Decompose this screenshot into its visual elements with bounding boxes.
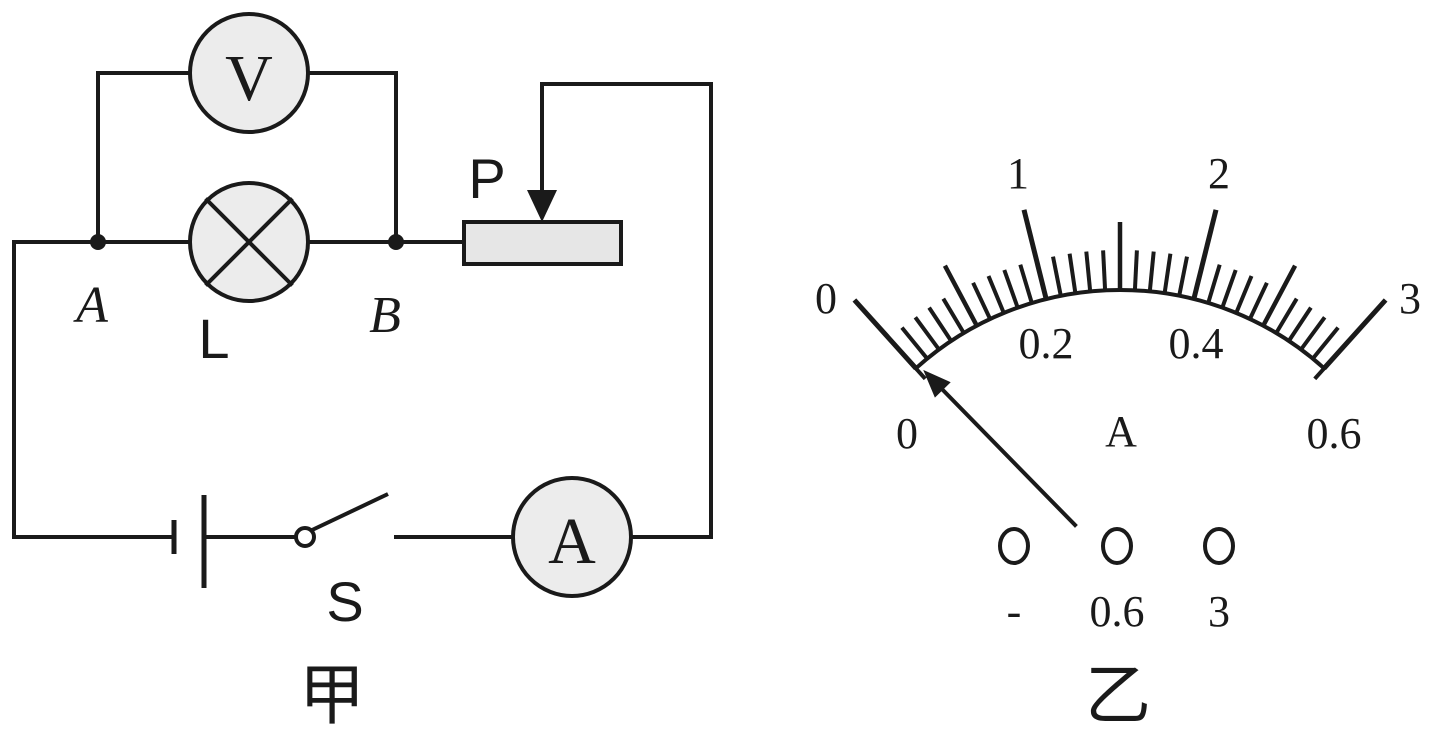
dial-tick bbox=[927, 306, 953, 343]
pointer-needle bbox=[939, 387, 1078, 528]
switch-to-ammeter-wire bbox=[394, 518, 713, 539]
terminal-3-label: 3 bbox=[1208, 587, 1230, 636]
dial-tick bbox=[1177, 256, 1189, 297]
circuit-diagram: V A B L P S A 甲 bbox=[12, 12, 713, 733]
dial-tick bbox=[971, 281, 992, 320]
slider-arrow-icon bbox=[527, 190, 557, 222]
dial-arc bbox=[913, 288, 1327, 372]
dial-tick bbox=[1067, 253, 1078, 294]
dial-tick bbox=[986, 275, 1006, 314]
switch-label: S bbox=[326, 570, 363, 633]
dial-left-edge bbox=[866, 313, 927, 381]
rheostat bbox=[462, 220, 623, 266]
scale-3a-label-3: 3 bbox=[1399, 274, 1421, 323]
circuit-caption: 甲 bbox=[299, 660, 365, 733]
scale-3a-label-2: 2 bbox=[1208, 149, 1230, 198]
left-wire bbox=[12, 240, 174, 539]
node-b-label: B bbox=[369, 287, 401, 344]
dial-tick bbox=[1132, 250, 1139, 291]
scale-06a-label-2: 0.4 bbox=[1169, 319, 1224, 368]
terminal-negative bbox=[998, 527, 1030, 565]
dial-tick bbox=[1261, 264, 1298, 327]
node-a-label: A bbox=[73, 277, 108, 334]
dial-tick bbox=[913, 316, 941, 351]
scale-06a-label-3: 0.6 bbox=[1307, 409, 1362, 458]
switch-blade bbox=[309, 492, 389, 533]
dial-tick bbox=[1101, 250, 1108, 291]
slider-wire bbox=[540, 82, 713, 522]
voltmeter-symbol: V bbox=[225, 42, 273, 115]
dial-tick bbox=[1147, 251, 1156, 292]
pointer-arrow-icon bbox=[923, 369, 951, 398]
dial-tick bbox=[1311, 326, 1340, 360]
slider-label: P bbox=[468, 147, 505, 210]
lamp-label: L bbox=[198, 307, 229, 370]
dial-tick bbox=[1051, 256, 1063, 297]
dial-tick bbox=[1162, 253, 1173, 294]
dial-tick bbox=[1002, 269, 1020, 309]
scale-3a-label-0: 0 bbox=[815, 274, 837, 323]
switch-pivot bbox=[294, 526, 316, 548]
terminal-negative-label: - bbox=[1007, 587, 1022, 636]
voltmeter bbox=[188, 12, 310, 134]
scale-3a-label-1: 1 bbox=[1007, 149, 1029, 198]
ammeter-symbol: A bbox=[548, 505, 596, 578]
dial-tick bbox=[1206, 264, 1222, 304]
dial-tick bbox=[900, 326, 929, 360]
dial-unit-symbol: A bbox=[1105, 407, 1137, 456]
lamp-cross bbox=[204, 197, 294, 287]
terminal-0-6-label: 0.6 bbox=[1090, 587, 1145, 636]
dial-tick bbox=[1191, 209, 1219, 300]
terminal-3 bbox=[1203, 527, 1235, 565]
dial-tick bbox=[1084, 251, 1093, 292]
node-b-dot bbox=[388, 234, 404, 250]
dial-tick bbox=[1021, 209, 1049, 300]
terminal-0-6 bbox=[1101, 527, 1133, 565]
scale-06a-label-1: 0.2 bbox=[1019, 319, 1074, 368]
scale-06a-label-0: 0 bbox=[896, 409, 918, 458]
node-a-dot bbox=[90, 234, 106, 250]
dial-tick bbox=[1248, 281, 1269, 320]
dial-tick bbox=[1299, 316, 1327, 351]
voltmeter-branch-wire bbox=[96, 71, 398, 244]
dial-right-edge bbox=[1313, 313, 1374, 381]
ammeter bbox=[511, 476, 633, 598]
dial-tick bbox=[1018, 264, 1034, 304]
dial-tick bbox=[942, 264, 979, 327]
dial-ticks bbox=[852, 209, 1388, 370]
ammeter-dial: 0 1 2 3 0 0.2 0.4 0.6 A - 0.6 3 乙 bbox=[815, 149, 1421, 733]
dial-caption: 乙 bbox=[1085, 660, 1151, 733]
dial-tick bbox=[1274, 297, 1299, 335]
dial-tick bbox=[1234, 275, 1254, 314]
dial-tick bbox=[1287, 306, 1313, 343]
dial-tick bbox=[1220, 269, 1238, 309]
dial-tick bbox=[941, 297, 966, 335]
